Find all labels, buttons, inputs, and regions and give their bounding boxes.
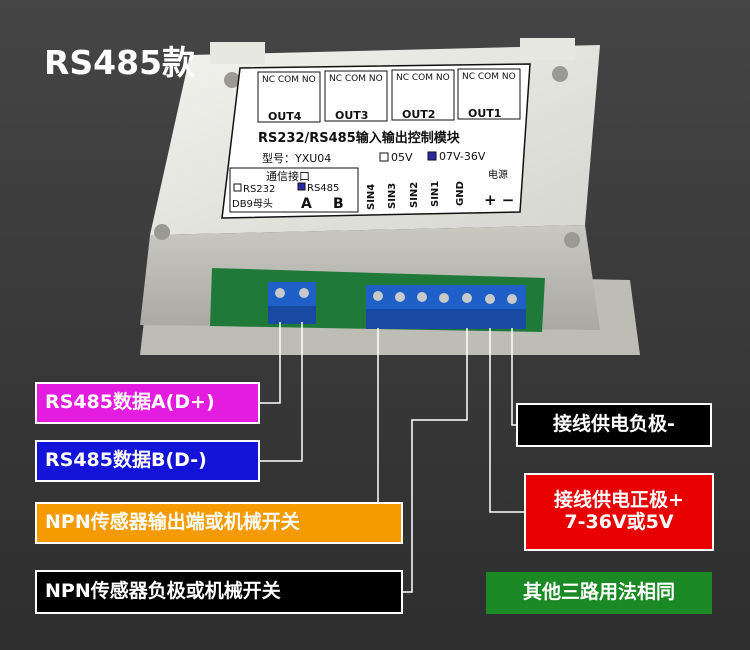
comm-label: 通信接口 (266, 170, 310, 183)
screw-hole-top-right (552, 66, 568, 82)
db9-label: DB9母头 (232, 198, 273, 210)
power-label: 电源 (488, 168, 508, 181)
model-label: 型号：YXU04 (262, 151, 331, 165)
callout-power-positive: 接线供电正极+ 7-36V或5V (524, 473, 714, 551)
relay-output-labels: OUT4 OUT3 OUT2 OUT1 (268, 107, 501, 123)
input-label-gnd: GND (455, 181, 466, 206)
input-label-sin4: SIN4 (366, 184, 377, 210)
leader-rs485-a (260, 322, 281, 404)
left-tab (210, 42, 265, 64)
label-sticker (221, 63, 531, 219)
output-label-out2: OUT2 (402, 108, 435, 121)
relay-pins-out4: NC COM NO (262, 75, 316, 85)
screw-hole-bottom-right (564, 232, 580, 248)
callout-power-negative: 接线供电负极- (516, 403, 712, 447)
comm-option-rs485: RS485 (307, 183, 339, 194)
leader-npn-negative (403, 328, 468, 593)
callout-npn-negative: NPN传感器负极或机械开关 (35, 570, 403, 614)
terminal-a-label: A (301, 196, 312, 212)
output-label-out4: OUT4 (268, 110, 302, 123)
callout-npn-output: NPN传感器输出端或机械开关 (35, 502, 403, 544)
voltage-option-5v: 05V (391, 151, 413, 164)
input-label-sin1: SIN1 (430, 181, 441, 207)
callout-same-usage: 其他三路用法相同 (486, 572, 712, 614)
output-label-out3: OUT3 (335, 109, 368, 122)
page-title: RS485款 (44, 43, 196, 82)
output-label-out1: OUT1 (468, 107, 501, 120)
leader-rs485-b (260, 322, 303, 462)
comm-option-rs232: RS232 (243, 184, 275, 195)
leader-power-negative (511, 328, 516, 426)
power-positive-line1: 接线供电正极+ (554, 489, 684, 512)
callout-rs485-b: RS485数据B(D-) (35, 440, 260, 482)
relay-pins-out3: NC COM NO (329, 74, 383, 84)
terminal-block-inputs (366, 285, 526, 329)
relay-pin-labels: NC COM NO NC COM NO NC COM NO NC COM NO (262, 72, 516, 85)
terminal-b-label: B (333, 196, 344, 212)
relay-outputs (257, 68, 521, 123)
input-label-sin3: SIN3 (387, 183, 398, 209)
relay-pins-out1: NC COM NO (462, 72, 516, 82)
power-polarity: + − (484, 191, 514, 209)
right-tab (520, 38, 575, 60)
voltage-options: 05V 07V-36V (379, 150, 486, 164)
voltage-option-7-36v: 07V-36V (439, 150, 486, 163)
callout-rs485-a: RS485数据A(D+) (35, 382, 260, 424)
screw-hole-bottom-left (154, 224, 170, 240)
relay-pins-out2: NC COM NO (396, 73, 450, 83)
module-heading: RS232/RS485输入输出控制模块 (258, 130, 461, 146)
input-label-sin2: SIN2 (409, 182, 420, 208)
leader-power-positive (489, 328, 524, 513)
comm-interface-box (229, 167, 359, 213)
input-labels: SIN4 SIN3 SIN2 SIN1 GND (366, 181, 466, 210)
power-positive-line2: 7-36V或5V (564, 511, 674, 533)
screw-hole-top-left (224, 72, 240, 88)
terminal-block-ab (268, 282, 316, 324)
